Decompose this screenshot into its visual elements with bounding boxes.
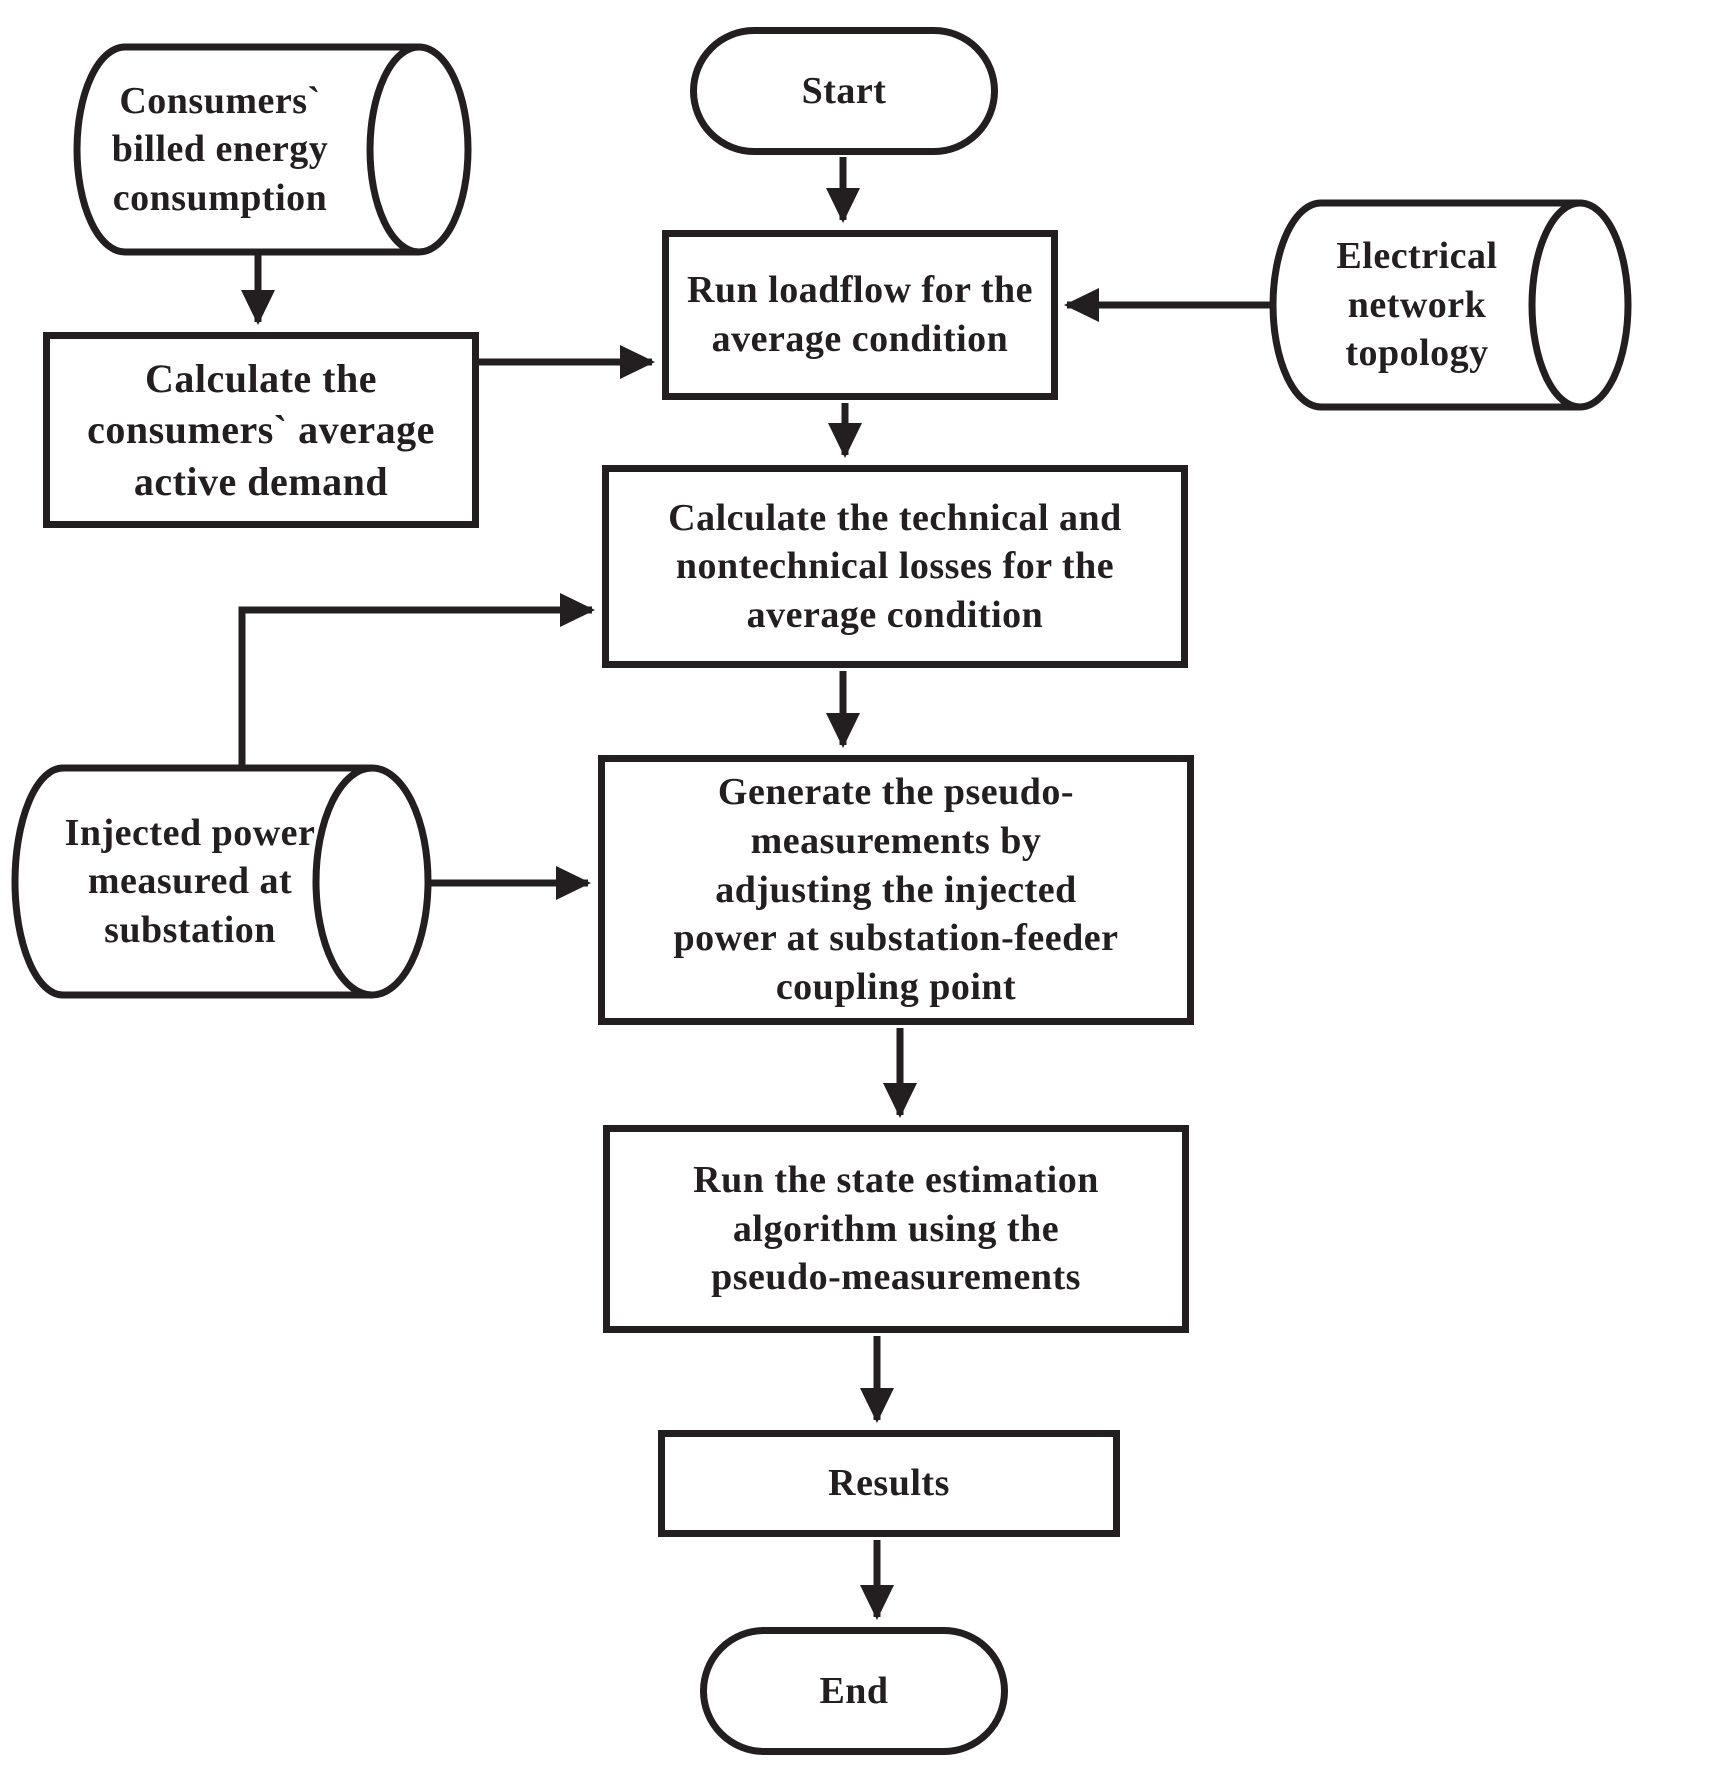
node-end: End — [700, 1627, 1008, 1755]
node-consumers-data: Consumers` billed energy consumption — [60, 47, 380, 252]
node-start: Start — [690, 27, 998, 155]
node-calc-avg-demand: Calculate the consumers` average active … — [43, 332, 479, 528]
consumers-cylinder-shape — [73, 43, 472, 256]
node-start-label: Start — [801, 69, 887, 112]
node-end-label: End — [819, 1669, 889, 1712]
node-network-topology-label: Electrical network topology — [1336, 235, 1498, 375]
node-run-state-estimation: Run the state estimation algorithm using… — [603, 1125, 1189, 1333]
node-run-loadflow: Run loadflow for the average condition — [662, 230, 1058, 400]
node-injected-power: Injected power measured at substation — [8, 768, 372, 995]
node-injected-power-label: Injected power measured at substation — [64, 811, 316, 951]
network-topology-cylinder-shape — [1269, 199, 1632, 411]
node-calc-avg-demand-label: Calculate the consumers` average active … — [87, 356, 435, 504]
node-run-state-estimation-label: Run the state estimation algorithm using… — [693, 1159, 1099, 1299]
node-network-topology: Electrical network topology — [1277, 203, 1557, 407]
node-consumers-data-label: Consumers` billed energy consumption — [111, 79, 329, 219]
node-generate-pseudo-label: Generate the pseudo- measurements by adj… — [673, 771, 1119, 1008]
node-results: Results — [658, 1430, 1120, 1537]
node-generate-pseudo: Generate the pseudo- measurements by adj… — [598, 755, 1194, 1025]
injected-power-cylinder-shape — [11, 764, 432, 999]
node-run-loadflow-label: Run loadflow for the average condition — [686, 269, 1034, 360]
node-results-label: Results — [828, 1462, 950, 1505]
node-calc-losses-label: Calculate the technical and nontechnical… — [668, 496, 1122, 636]
node-calc-losses: Calculate the technical and nontechnical… — [602, 465, 1188, 668]
arrow-injected-power-to-calc-losses — [238, 593, 595, 766]
